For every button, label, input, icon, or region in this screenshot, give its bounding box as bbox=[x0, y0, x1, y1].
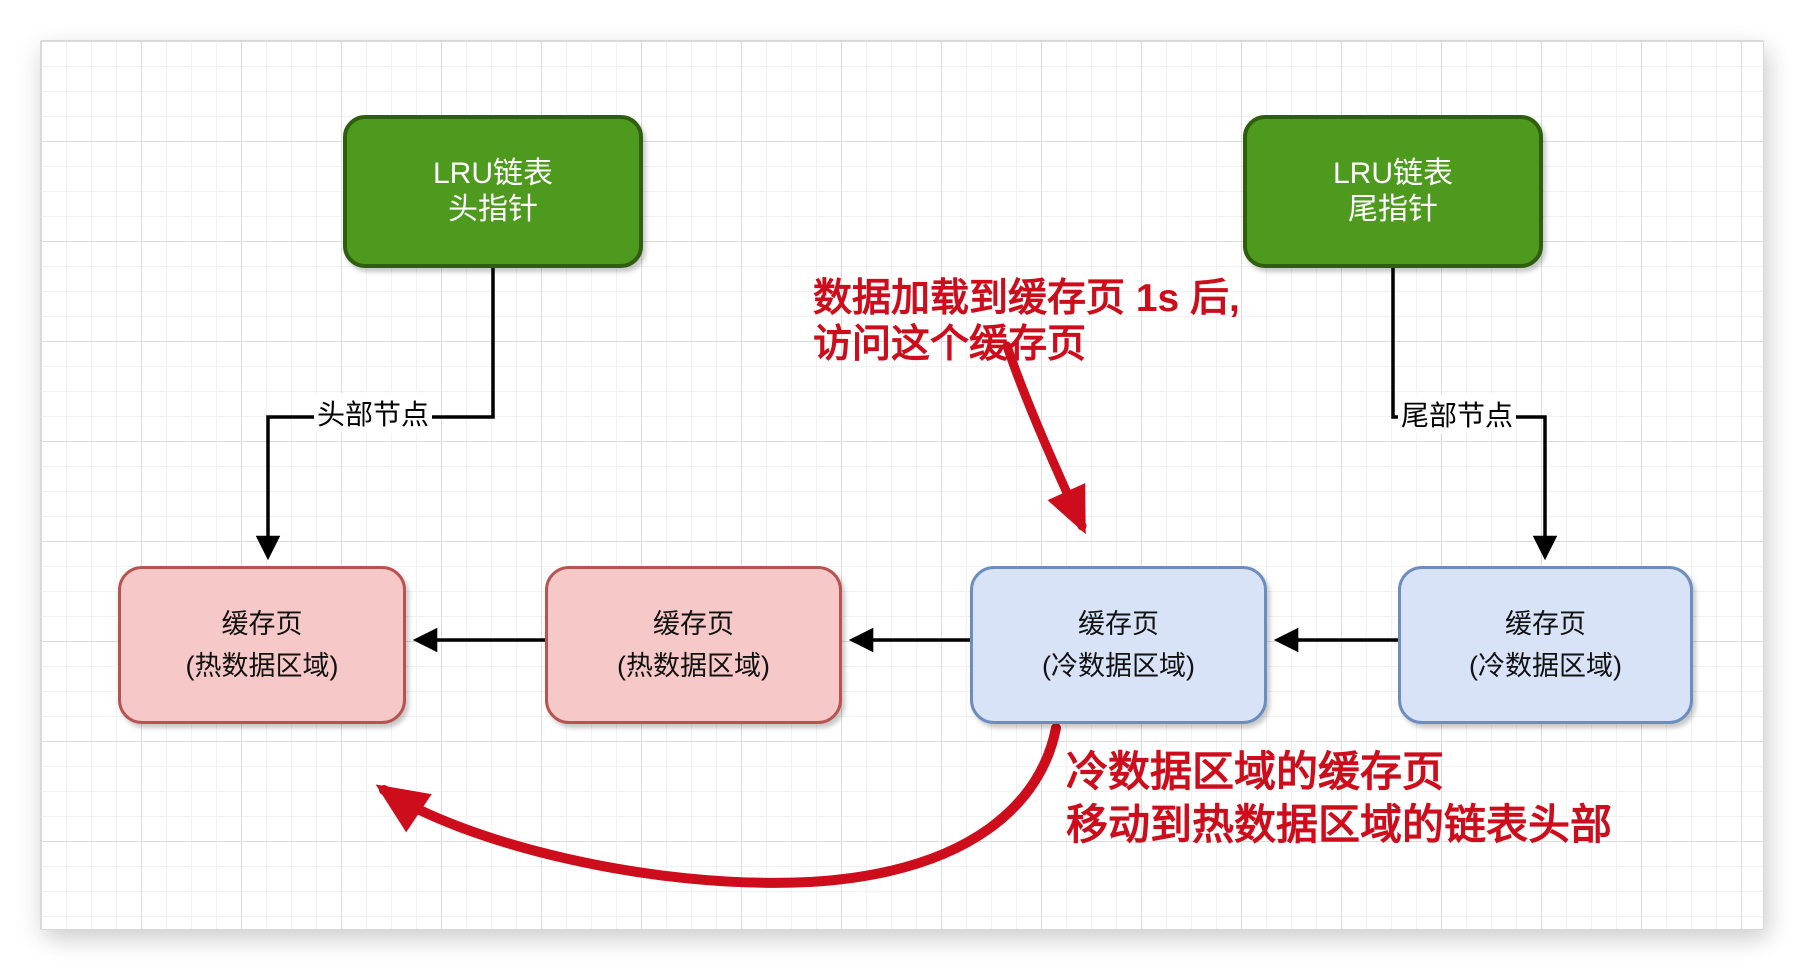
annotation-move-to-hot-note: 冷数据区域的缓存页 移动到热数据区域的链表头部 bbox=[1066, 745, 1612, 851]
node-label-line: 缓存页 bbox=[1078, 609, 1159, 639]
node-label-line: 头指针 bbox=[448, 192, 538, 226]
node-label-line: LRU链表 bbox=[1332, 156, 1453, 190]
edge-label-tail-node: 尾部节点 bbox=[1397, 394, 1517, 434]
edge-label-head-node: 头部节点 bbox=[313, 393, 433, 433]
annotation-line: 数据加载到缓存页 1s 后, bbox=[813, 277, 1240, 320]
annotation-line: 访问这个缓存页 bbox=[813, 323, 1087, 366]
node-cache-page-hot-1: 缓存页 (热数据区域) bbox=[118, 566, 406, 724]
node-label-line: 尾指针 bbox=[1348, 192, 1438, 226]
node-lru-tail-pointer: LRU链表 尾指针 bbox=[1243, 115, 1543, 268]
node-cache-page-hot-2: 缓存页 (热数据区域) bbox=[545, 566, 842, 724]
annotation-line: 移动到热数据区域的链表头部 bbox=[1066, 801, 1613, 848]
node-cache-page-cold-2: 缓存页 (冷数据区域) bbox=[1398, 566, 1693, 724]
node-label-line: 缓存页 bbox=[653, 609, 734, 639]
node-label-line: (冷数据区域) bbox=[1042, 651, 1195, 681]
node-cache-page-cold-1: 缓存页 (冷数据区域) bbox=[970, 566, 1267, 724]
annotation-load-access-note: 数据加载到缓存页 1s 后, 访问这个缓存页 bbox=[813, 276, 1240, 368]
node-label-line: (热数据区域) bbox=[617, 651, 770, 681]
node-label-line: 缓存页 bbox=[221, 609, 303, 639]
node-label-line: (冷数据区域) bbox=[1469, 651, 1622, 681]
node-label-line: (热数据区域) bbox=[185, 651, 339, 681]
annotation-line: 冷数据区域的缓存页 bbox=[1066, 748, 1445, 795]
node-lru-head-pointer: LRU链表 头指针 bbox=[343, 115, 643, 268]
node-label-line: LRU链表 bbox=[432, 156, 553, 190]
node-label-line: 缓存页 bbox=[1505, 609, 1586, 639]
